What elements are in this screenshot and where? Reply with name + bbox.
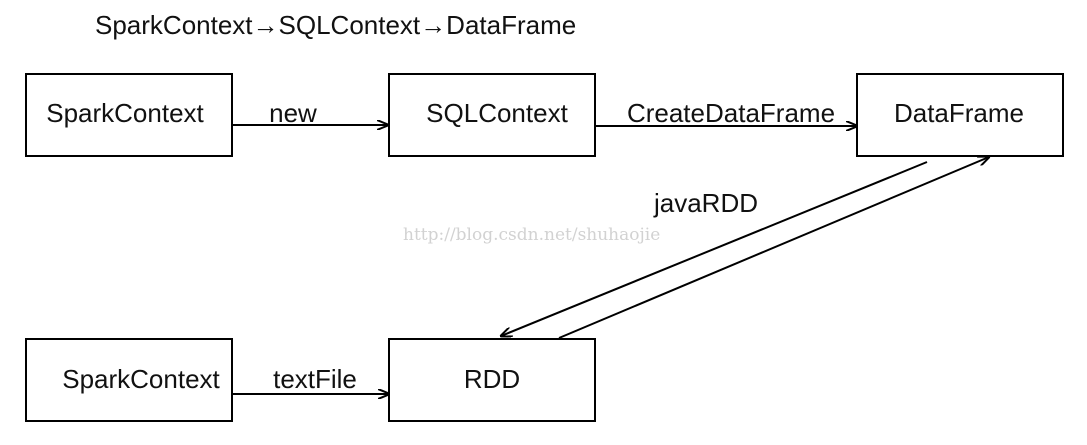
edge-label: javaRDD [653, 188, 758, 218]
edge-text-file: textFile [232, 364, 389, 394]
node-box [388, 73, 596, 157]
node-box [25, 73, 233, 157]
edge-arrow-rdd-to-dataframe [558, 157, 989, 339]
node-label: SparkContext [62, 364, 220, 394]
watermark: http://blog.csdn.net/shuhaojie [403, 225, 660, 245]
node-rdd: RDD [388, 338, 596, 422]
node-sql-context: SQLContext [388, 73, 596, 157]
node-label: DataFrame [894, 98, 1024, 128]
title-separator-2: → [420, 10, 446, 40]
title-part-spark-context: SparkContext [95, 10, 253, 40]
title-part-sql-context: SQLContext [279, 10, 421, 40]
node-label: SQLContext [426, 98, 568, 128]
edge-label: CreateDataFrame [627, 98, 835, 128]
node-box [388, 338, 596, 422]
node-box [25, 338, 233, 422]
edge-arrow-dataframe-to-rdd [501, 161, 928, 336]
edge-label: new [269, 98, 317, 128]
node-label: SparkContext [46, 98, 204, 128]
diagram-title: SparkContext→SQLContext→DataFrame [95, 10, 576, 40]
title-part-data-frame: DataFrame [446, 10, 576, 40]
node-label: RDD [464, 364, 520, 394]
edge-java-rdd: javaRDD [501, 161, 928, 336]
edge-new: new [232, 98, 388, 128]
node-spark-context-bottom: SparkContext [25, 338, 233, 422]
title-separator-1: → [253, 10, 279, 40]
node-spark-context-top: SparkContext [25, 73, 233, 157]
edge-create-data-frame: CreateDataFrame [595, 98, 857, 128]
edge-label: textFile [273, 364, 357, 394]
node-data-frame: DataFrame [856, 73, 1064, 157]
node-box [856, 73, 1064, 157]
edge-rdd-to-data-frame [558, 157, 989, 339]
